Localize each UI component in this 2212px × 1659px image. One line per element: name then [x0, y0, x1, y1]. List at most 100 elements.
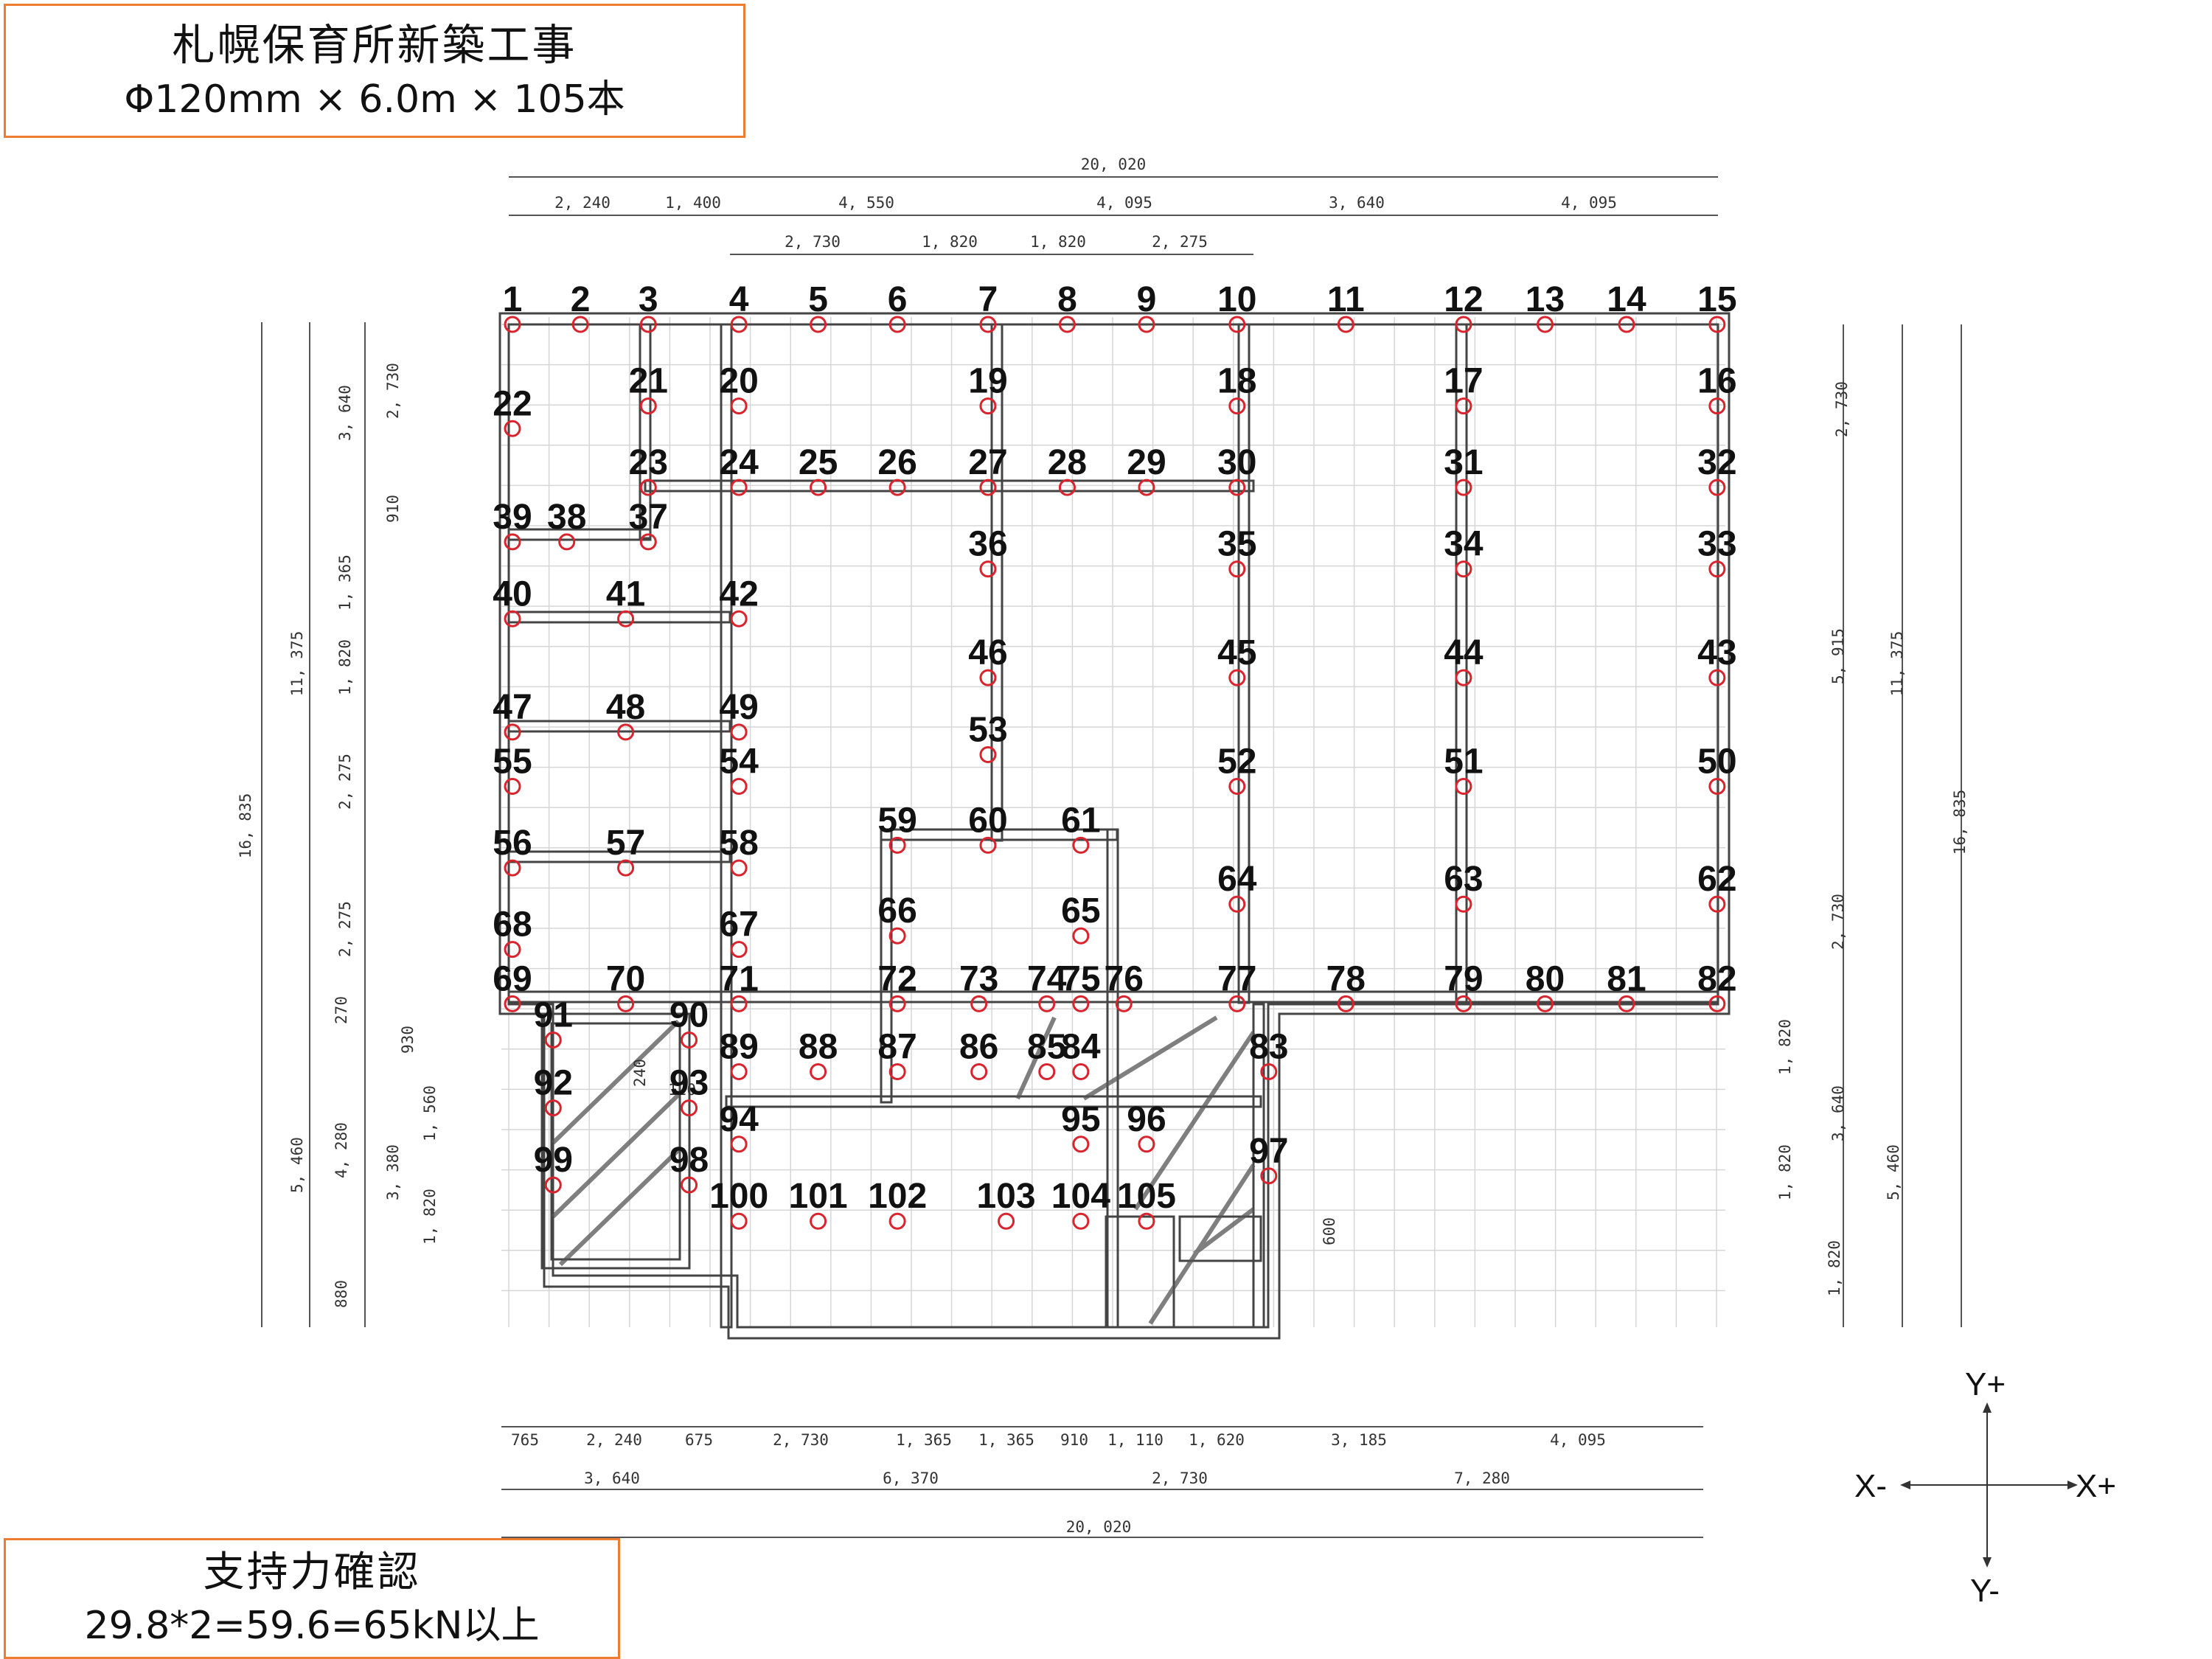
dimension-label: 1, 820: [922, 233, 978, 251]
dimension-label: 5, 460: [1885, 1144, 1902, 1200]
pile-number: 58: [719, 824, 758, 863]
pile-marker: [1337, 316, 1354, 333]
pile-number: 54: [719, 742, 759, 782]
bearing-capacity-title: 支持力確認: [203, 1548, 421, 1596]
dimension-label: 930: [399, 1026, 417, 1054]
pile-number: 74: [1027, 959, 1067, 998]
pile-marker: [1708, 995, 1726, 1012]
pile-number: 52: [1217, 742, 1256, 782]
pile-number: 84: [1061, 1028, 1101, 1067]
dimension-label: 1, 365: [978, 1431, 1034, 1449]
pile-marker: [888, 479, 906, 496]
pile-marker: [979, 316, 997, 333]
pile-number: 25: [799, 443, 838, 482]
pile-marker: [617, 995, 635, 1012]
pile-marker: [1455, 778, 1472, 796]
pile-marker: [1708, 560, 1726, 578]
pile-number: 90: [669, 996, 709, 1035]
pile-number: 98: [669, 1141, 709, 1180]
dimension-label: 6, 370: [883, 1470, 939, 1487]
pile-marker: [888, 995, 906, 1012]
pile-number: 83: [1249, 1028, 1288, 1067]
pile-number: 32: [1697, 443, 1736, 482]
pile-number: 28: [1048, 443, 1087, 482]
pile-marker: [1072, 927, 1090, 945]
pile-marker: [979, 669, 997, 686]
pile-marker: [504, 316, 521, 333]
pile-marker: [888, 1063, 906, 1081]
dimension-label: 4, 095: [1561, 194, 1617, 212]
pile-marker: [1072, 1063, 1090, 1081]
pile-number: 67: [719, 905, 758, 945]
pile-marker: [681, 1032, 698, 1049]
dimension-label: 2, 275: [336, 754, 354, 810]
pile-marker: [1536, 995, 1554, 1012]
pile-marker: [504, 420, 521, 437]
annex-room-inner: [550, 1022, 681, 1261]
dimension-label: 765: [511, 1431, 539, 1449]
pile-number: 33: [1697, 525, 1736, 564]
dimension-label: 4, 550: [838, 194, 894, 212]
dimension-label: 2, 730: [785, 233, 841, 251]
pile-number: 61: [1061, 801, 1100, 840]
pile-marker: [730, 479, 748, 496]
pile-number: 87: [877, 1028, 917, 1067]
pile-marker: [1138, 479, 1155, 496]
pile-marker: [730, 941, 748, 959]
pile-number: 56: [493, 824, 532, 863]
pile-number: 20: [719, 362, 758, 401]
pile-marker: [970, 995, 988, 1012]
pile-number: 43: [1697, 633, 1736, 672]
pile-marker: [810, 1063, 827, 1081]
pile-marker: [1708, 316, 1726, 333]
pile-marker: [1618, 995, 1635, 1012]
outer-perimeter: [498, 312, 1731, 1340]
pile-marker: [1337, 995, 1354, 1012]
pile-marker: [1455, 316, 1472, 333]
dimension-label: 675: [685, 1431, 713, 1449]
pile-number: 22: [493, 384, 532, 423]
axis-y-plus: Y+: [1965, 1366, 2006, 1402]
pile-number: 65: [1061, 891, 1100, 931]
pile-number: 73: [959, 959, 998, 998]
dimension-label: 3, 640: [1829, 1085, 1847, 1141]
dimension-label: 270: [333, 996, 350, 1024]
pile-number: 66: [877, 891, 917, 931]
pile-number: 40: [493, 574, 532, 613]
dimension-label: 3, 640: [1329, 194, 1385, 212]
pile-marker: [1228, 778, 1246, 796]
pile-number: 16: [1697, 362, 1736, 401]
project-title: 札幌保育所新築工事: [172, 20, 577, 70]
pile-number: 77: [1217, 959, 1256, 998]
slab-hatching: [551, 1015, 1256, 1325]
dimension-label: 16, 835: [237, 793, 254, 859]
pile-number: 88: [799, 1028, 838, 1067]
pile-marker: [1618, 316, 1635, 333]
pile-number: 18: [1217, 362, 1256, 401]
pile-marker: [730, 397, 748, 415]
dimension-label: 1, 820: [1826, 1240, 1843, 1296]
pile-marker: [544, 1032, 562, 1049]
wall: [1455, 323, 1468, 1004]
dimension-label: 3, 185: [1331, 1431, 1387, 1449]
dimension-label: 7, 280: [1454, 1470, 1510, 1487]
pile-number: 1: [503, 280, 523, 319]
pile-marker: [1455, 669, 1472, 686]
pile-marker: [1228, 397, 1246, 415]
pile-number: 13: [1526, 280, 1565, 319]
pile-number: 51: [1444, 742, 1483, 782]
pile-number: 70: [606, 959, 645, 998]
pile-marker: [730, 1135, 748, 1153]
wall: [644, 479, 1255, 493]
pile-number: 15: [1697, 280, 1736, 319]
pile-marker: [979, 479, 997, 496]
pile-number: 26: [877, 443, 917, 482]
dimension-label: 1, 820: [1776, 1019, 1794, 1075]
pile-number: 48: [606, 688, 645, 727]
pile-marker: [1455, 479, 1472, 496]
pile-marker: [1708, 669, 1726, 686]
pile-number: 55: [493, 742, 532, 782]
